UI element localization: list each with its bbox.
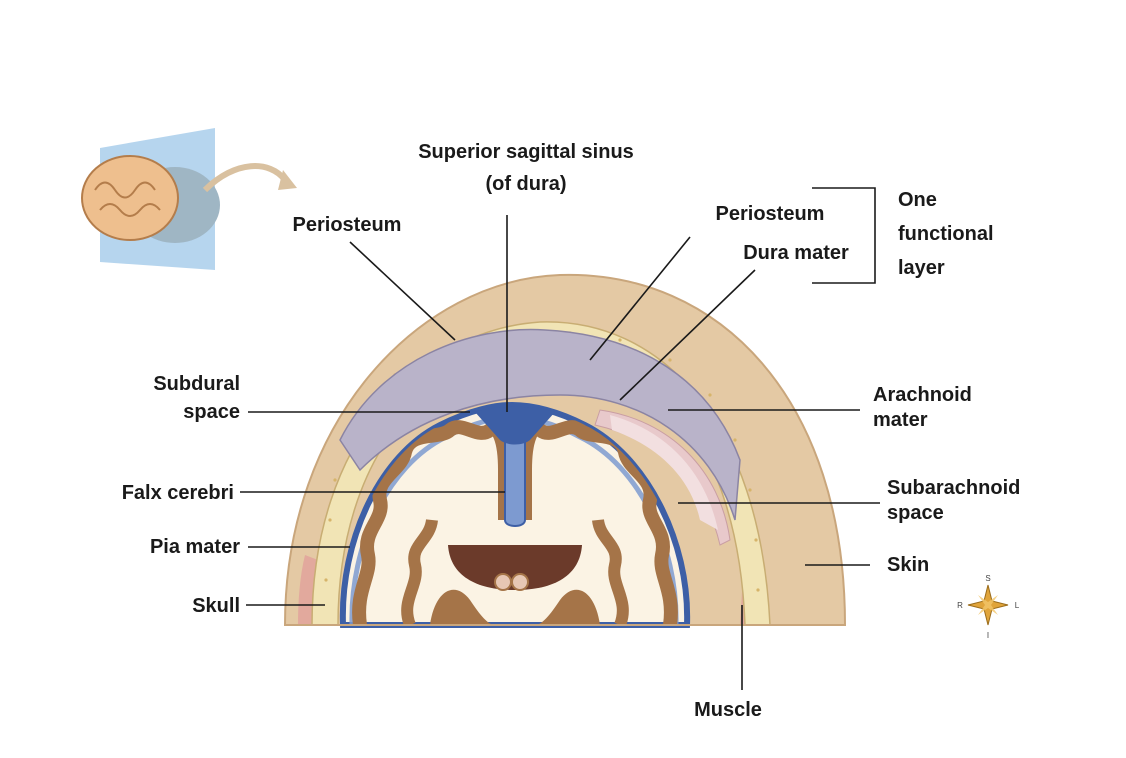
- muscle-layer-left: [298, 555, 318, 625]
- label-subdural-space-1: Subdural: [153, 373, 240, 395]
- label-muscle: Muscle: [694, 699, 762, 721]
- thumbnail-arrow: [202, 163, 288, 193]
- label-arachnoid-mater-2: mater: [873, 409, 928, 431]
- labels: Superior sagittal sinus (of dura) Perios…: [122, 141, 1021, 721]
- thalamus-left: [494, 573, 512, 591]
- label-superior-sagittal-sinus: Superior sagittal sinus: [418, 141, 634, 163]
- label-dura-mater: Dura mater: [743, 242, 849, 264]
- label-superior-sagittal-sinus-sub: (of dura): [485, 173, 566, 195]
- falx-cerebri: [504, 419, 526, 527]
- label-subarachnoid-space-2: space: [887, 502, 944, 524]
- head-section: [283, 273, 847, 628]
- compass-right: R: [957, 601, 963, 610]
- leader-lines: [240, 187, 880, 690]
- label-periosteum-left: Periosteum: [293, 214, 402, 236]
- thumbnail-brain: [81, 155, 179, 241]
- cortex-gyri: [352, 420, 678, 625]
- compass-left: L: [1015, 601, 1020, 610]
- compass-superior: S: [985, 574, 990, 583]
- label-one-functional-layer-3: layer: [898, 257, 945, 279]
- thalamus-right: [511, 573, 529, 591]
- orientation-thumbnail: [81, 128, 297, 270]
- label-subarachnoid-space-1: Subarachnoid: [887, 477, 1020, 499]
- label-skull: Skull: [192, 595, 240, 617]
- thumbnail-gyri: [94, 181, 161, 217]
- lateral-ventricles: [448, 545, 582, 590]
- label-subdural-space-2: space: [183, 401, 240, 423]
- arachnoid-shading: [610, 415, 718, 530]
- label-one-functional-layer-2: functional: [898, 223, 994, 245]
- label-periosteum-right: Periosteum: [716, 203, 825, 225]
- label-arachnoid-mater-1: Arachnoid: [873, 384, 972, 406]
- thumbnail-arrow-head: [278, 170, 297, 190]
- superior-sagittal-sinus: [475, 406, 555, 445]
- label-pia-mater: Pia mater: [150, 536, 240, 558]
- label-falx-cerebri: Falx cerebri: [122, 482, 234, 504]
- label-one-functional-layer-1: One: [898, 189, 937, 211]
- basal-nuclei: [430, 589, 600, 625]
- compass-inferior: I: [987, 631, 989, 640]
- dura-mater-layer: [339, 328, 741, 521]
- compass-star-diagonal: [978, 595, 998, 615]
- label-skin: Skin: [887, 554, 929, 576]
- compass-rose: S I R L: [957, 574, 1020, 640]
